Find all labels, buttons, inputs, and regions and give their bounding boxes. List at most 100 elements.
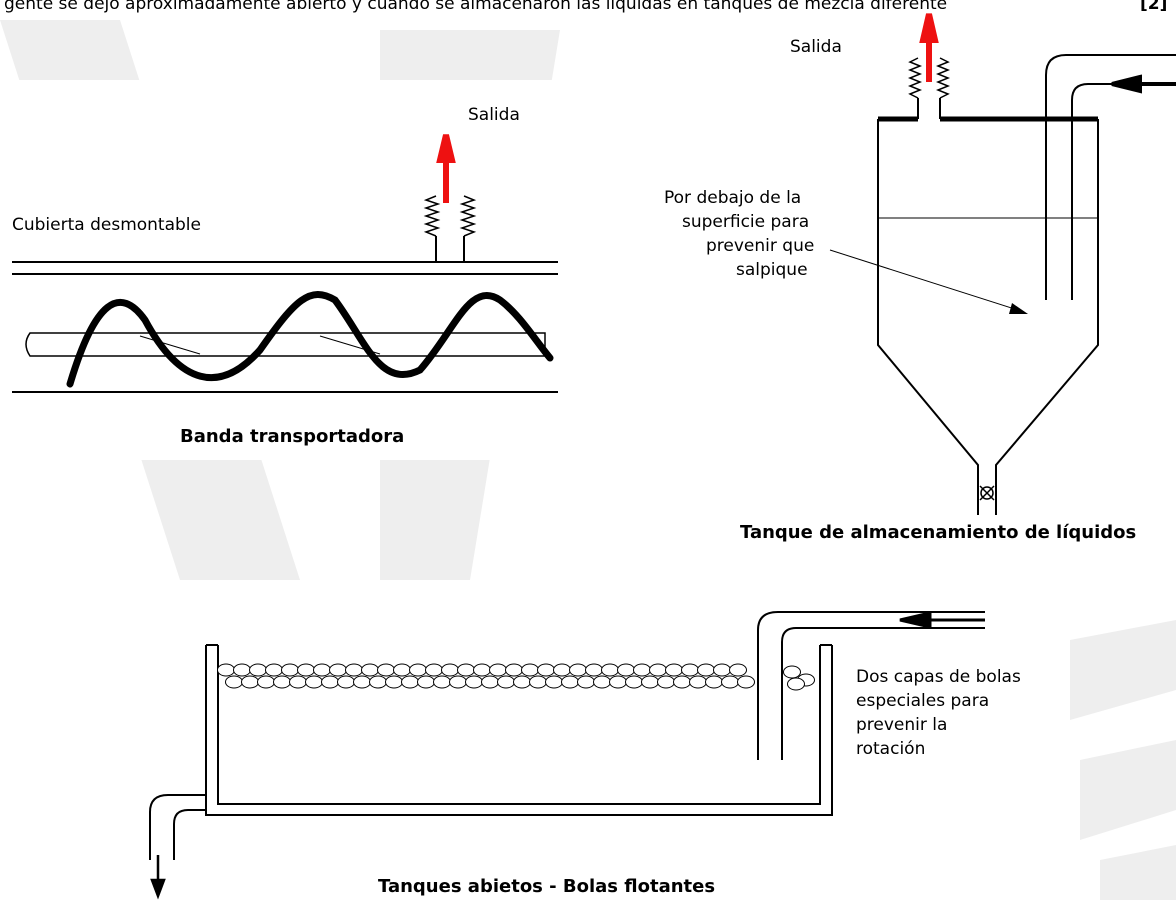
ball — [729, 663, 747, 677]
ball — [657, 675, 675, 689]
ball — [241, 675, 259, 689]
floating-balls — [217, 663, 815, 691]
ball — [361, 663, 379, 677]
tank-note: Por debajo de la superficie para preveni… — [664, 187, 824, 297]
ball — [497, 675, 515, 689]
ball — [329, 663, 347, 677]
screw-shaft — [25, 332, 546, 357]
open-tank-caption: Tanques abietos - Bolas flotantes — [378, 876, 716, 897]
ball — [553, 663, 571, 677]
ball — [577, 675, 595, 689]
conveyor-outlet-arrow — [436, 134, 456, 203]
open-tank-wall — [205, 645, 833, 816]
tank-outlet-arrow — [919, 13, 939, 82]
ball — [377, 663, 395, 677]
ball — [425, 663, 443, 677]
tank-outlet-label: Salida — [790, 37, 842, 57]
ball — [409, 663, 427, 677]
ball — [649, 663, 667, 677]
ball — [345, 663, 363, 677]
ball — [737, 675, 755, 689]
top-reference: [2] — [1140, 0, 1168, 14]
ball — [305, 675, 323, 689]
ball — [689, 675, 707, 689]
conveyor-diagram — [12, 195, 558, 393]
ball — [225, 675, 243, 689]
ball — [465, 675, 483, 689]
ball — [593, 675, 611, 689]
tank-spring-right — [935, 57, 951, 99]
ball — [385, 675, 403, 689]
open-tank-note-line-2: especiales para — [856, 691, 990, 711]
note-pointer — [829, 249, 1025, 313]
open-tank-diagram — [149, 611, 985, 860]
ball — [353, 675, 371, 689]
ball — [481, 675, 499, 689]
spring-right — [459, 195, 477, 237]
screw-helix — [66, 291, 554, 388]
conveyor-caption: Banda transportadora — [180, 426, 405, 447]
ball — [289, 675, 307, 689]
ball — [633, 663, 651, 677]
ball — [601, 663, 619, 677]
ball — [521, 663, 539, 677]
ball — [217, 663, 235, 677]
ball — [787, 677, 805, 691]
ball — [673, 675, 691, 689]
outlet-pipe — [435, 236, 465, 262]
ball — [529, 675, 547, 689]
ball — [561, 675, 579, 689]
ball — [273, 675, 291, 689]
ball — [473, 663, 491, 677]
drain-pipe — [149, 794, 206, 860]
open-tank-note-line-4: rotación — [856, 739, 926, 759]
ball — [641, 675, 659, 689]
tank-caption: Tanque de almacenamiento de líquidos — [740, 522, 1137, 543]
tank-note-line-2: superficie para — [682, 212, 810, 232]
open-tank-note-line-1: Dos capas de bolas — [856, 667, 1021, 687]
ball — [697, 663, 715, 677]
ball — [545, 675, 563, 689]
ball — [625, 675, 643, 689]
ball — [401, 675, 419, 689]
ball — [369, 675, 387, 689]
ball — [489, 663, 507, 677]
open-tank-note: Dos capas de bolas especiales para preve… — [856, 666, 1056, 766]
ball — [417, 675, 435, 689]
ball — [433, 675, 451, 689]
conveyor-outlet-label: Salida — [468, 105, 520, 125]
ball — [585, 663, 603, 677]
ball — [313, 663, 331, 677]
tank-body — [877, 119, 1099, 515]
open-inlet-arrow-icon — [899, 611, 985, 629]
ball — [721, 675, 739, 689]
ball — [537, 663, 555, 677]
ball — [783, 665, 801, 679]
spring-left — [423, 195, 441, 237]
tank-spring-left — [907, 57, 923, 99]
cover-label: Cubierta desmontable — [12, 215, 201, 235]
ball — [265, 663, 283, 677]
ball — [681, 663, 699, 677]
open-inlet-pipe — [757, 611, 985, 760]
ball — [705, 675, 723, 689]
ball — [449, 675, 467, 689]
ball — [281, 663, 299, 677]
ball — [337, 675, 355, 689]
ball — [321, 675, 339, 689]
top-line: gente se dejó aproximadamente abierto y … — [4, 0, 948, 14]
ball — [233, 663, 251, 677]
ball — [569, 663, 587, 677]
drain-valve-icon — [979, 485, 995, 501]
tank-note-line-4: salpique — [736, 260, 808, 280]
liquid-tank-diagram — [829, 54, 1176, 515]
tank-note-line-1: Por debajo de la — [664, 188, 802, 208]
ball — [297, 663, 315, 677]
ball — [457, 663, 475, 677]
inlet-pipe — [1045, 54, 1176, 300]
ball — [665, 663, 683, 677]
ball — [609, 675, 627, 689]
tank-note-line-3: prevenir que — [706, 236, 815, 256]
ball — [257, 675, 275, 689]
